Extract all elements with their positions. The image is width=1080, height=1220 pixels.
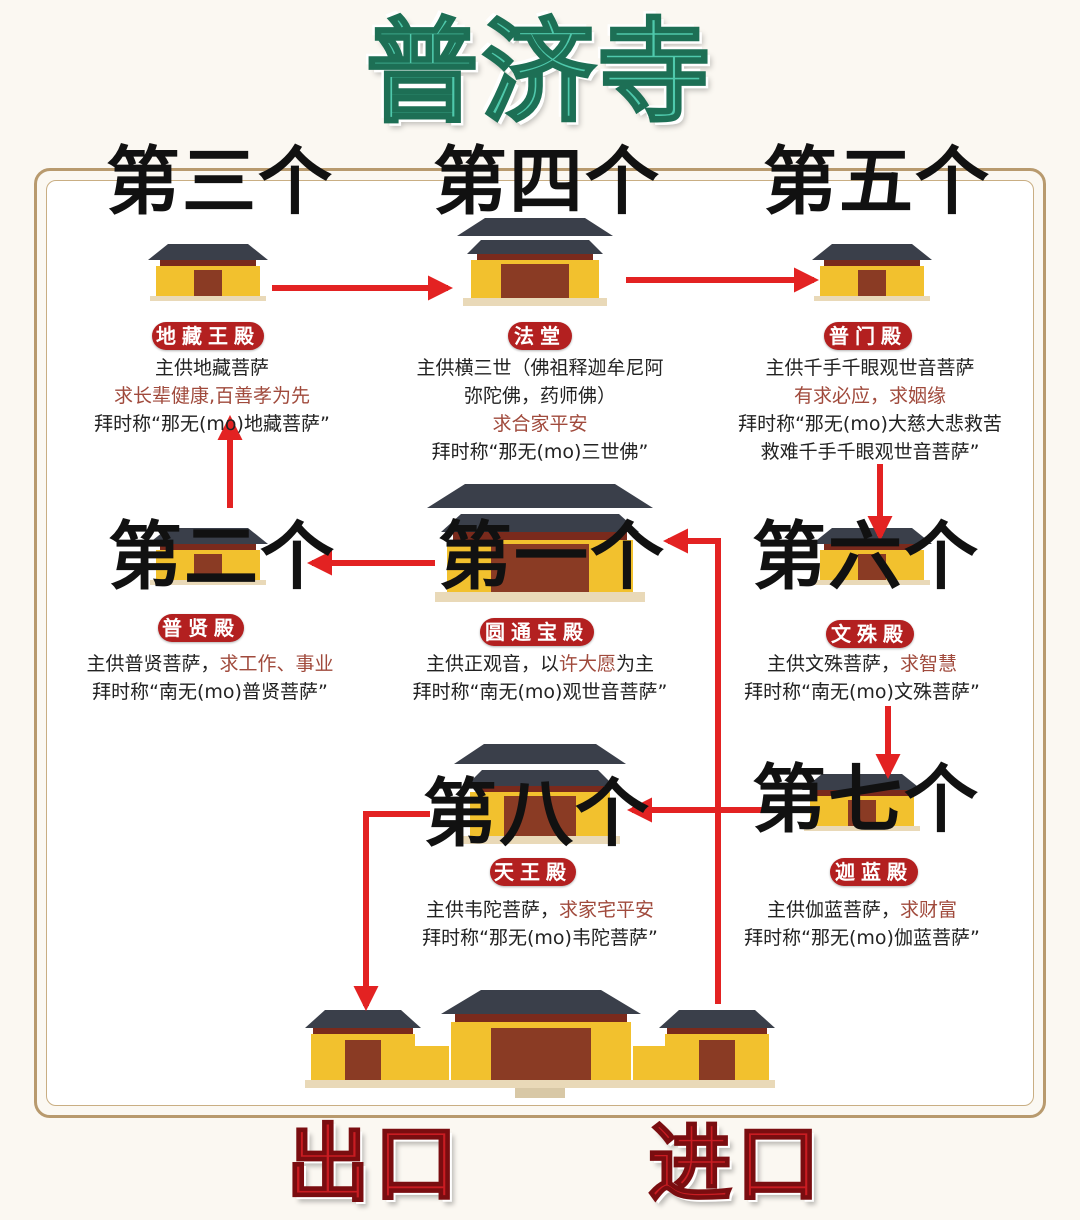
wenshu-line1: 主供文殊菩萨，求智慧 (712, 650, 1012, 678)
dizang-line2: 求长辈健康,百善孝为先 (113, 385, 311, 407)
entrance-label: 进口 (647, 1115, 825, 1213)
step-label-1: 第一个 (438, 514, 666, 600)
step-label-6: 第六个 (752, 514, 980, 600)
yuantong-line2: 拜时称“南无(mo)观世音菩萨” (412, 681, 668, 703)
hall-name-pumen: 普门殿 (824, 322, 912, 350)
step-label-4: 第四个 (433, 139, 661, 225)
hall-info-yuantong: 主供正观音，以许大愿为主 拜时称“南无(mo)观世音菩萨” (380, 650, 700, 706)
hall-name-fatang: 法堂 (508, 322, 572, 350)
temple-dizang-icon (148, 244, 268, 301)
yuantong-line1a: 主供正观音，以 (425, 653, 559, 675)
arrow-entrance-to-1 (662, 528, 721, 1004)
step-label-2: 第二个 (108, 514, 336, 600)
hall-info-pumen: 主供千手千眼观世音菩萨 有求必应，求姻缘 拜时称“那无(mo)大慈大悲救苦 救难… (718, 354, 1022, 466)
hall-info-dizang: 主供地藏菩萨 求长辈健康,百善孝为先 拜时称“那无(mo)地藏菩萨” (62, 354, 362, 438)
qielan-line2: 拜时称“那无(mo)伽蓝菩萨” (744, 927, 980, 949)
pumen-line2: 有求必应，求姻缘 (793, 385, 946, 407)
decorative-frame (34, 168, 1046, 1118)
wenshu-line2: 拜时称“南无(mo)文殊菩萨” (744, 681, 980, 703)
temple-yuantong-icon (427, 484, 653, 602)
fatang-line3: 求合家平安 (492, 413, 588, 435)
temple-puxian-icon (148, 528, 268, 585)
pumen-line3: 拜时称“那无(mo)大慈大悲救苦 (738, 413, 1002, 435)
fatang-line4: 拜时称“那无(mo)三世佛” (431, 441, 649, 463)
puxian-line1b: 求工作、事业 (219, 653, 334, 675)
temple-tianwang-icon (454, 744, 626, 844)
exit-label: 出口 (285, 1115, 463, 1213)
step-label-7: 第七个 (752, 757, 980, 843)
puxian-line1a: 主供普贤菩萨， (86, 653, 220, 675)
arrow-8-to-exit (353, 811, 430, 1012)
hall-name-wenshu: 文殊殿 (826, 620, 914, 648)
puxian-line1: 主供普贤菩萨，求工作、事业 (60, 650, 360, 678)
step-label-8: 第八个 (423, 771, 651, 857)
fatang-line2: 弥陀佛，药师佛） (463, 385, 616, 407)
hall-name-puxian: 普贤殿 (158, 614, 244, 642)
dizang-line3: 拜时称“那无(mo)地藏菩萨” (94, 413, 330, 435)
wenshu-line1a: 主供文殊菩萨， (766, 653, 900, 675)
hall-name-yuantong: 圆通宝殿 (480, 618, 594, 646)
dizang-line1: 主供地藏菩萨 (154, 357, 269, 379)
qielan-line1a: 主供伽蓝菩萨， (766, 899, 900, 921)
hall-info-fatang: 主供横三世（佛祖释迦牟尼阿 弥陀佛，药师佛） 求合家平安 拜时称“那无(mo)三… (390, 354, 690, 466)
tianwang-line2: 拜时称“那无(mo)韦陀菩萨” (422, 927, 658, 949)
pumen-line1: 主供千手千眼观世音菩萨 (765, 357, 975, 379)
tianwang-line1: 主供韦陀菩萨，求家宅平安 (390, 896, 690, 924)
hall-info-qielan: 主供伽蓝菩萨，求财富 拜时称“那无(mo)伽蓝菩萨” (712, 896, 1012, 952)
yuantong-line1c: 为主 (616, 653, 655, 675)
step-label-5: 第五个 (763, 139, 991, 225)
qielan-line1b: 求财富 (900, 899, 958, 921)
temple-fatang-icon (457, 218, 613, 306)
pumen-line4: 救难千手千眼观世音菩萨” (760, 441, 980, 463)
wenshu-line1b: 求智慧 (900, 653, 958, 675)
qielan-line1: 主供伽蓝菩萨，求财富 (712, 896, 1012, 924)
tianwang-line1a: 主供韦陀菩萨， (425, 899, 559, 921)
hall-info-wenshu: 主供文殊菩萨，求智慧 拜时称“南无(mo)文殊菩萨” (712, 650, 1012, 706)
hall-info-tianwang: 主供韦陀菩萨，求家宅平安 拜时称“那无(mo)韦陀菩萨” (390, 896, 690, 952)
hall-name-tianwang: 天王殿 (490, 858, 576, 886)
yuantong-line1b: 许大愿 (558, 653, 616, 675)
hall-name-qielan: 迦蓝殿 (830, 858, 918, 886)
hall-info-puxian: 主供普贤菩萨，求工作、事业 拜时称“南无(mo)普贤菩萨” (60, 650, 360, 706)
step-label-3: 第三个 (106, 139, 334, 225)
puxian-line2: 拜时称“南无(mo)普贤菩萨” (92, 681, 328, 703)
yuantong-line1: 主供正观音，以许大愿为主 (380, 650, 700, 678)
hall-name-dizang: 地藏王殿 (152, 322, 264, 350)
temple-pumen-icon (812, 244, 932, 301)
tianwang-line1b: 求家宅平安 (559, 899, 655, 921)
page-title: 普济寺 (365, 7, 714, 140)
main-gate-complex-icon (305, 990, 775, 1098)
fatang-line1: 主供横三世（佛祖释迦牟尼阿 (416, 357, 664, 379)
